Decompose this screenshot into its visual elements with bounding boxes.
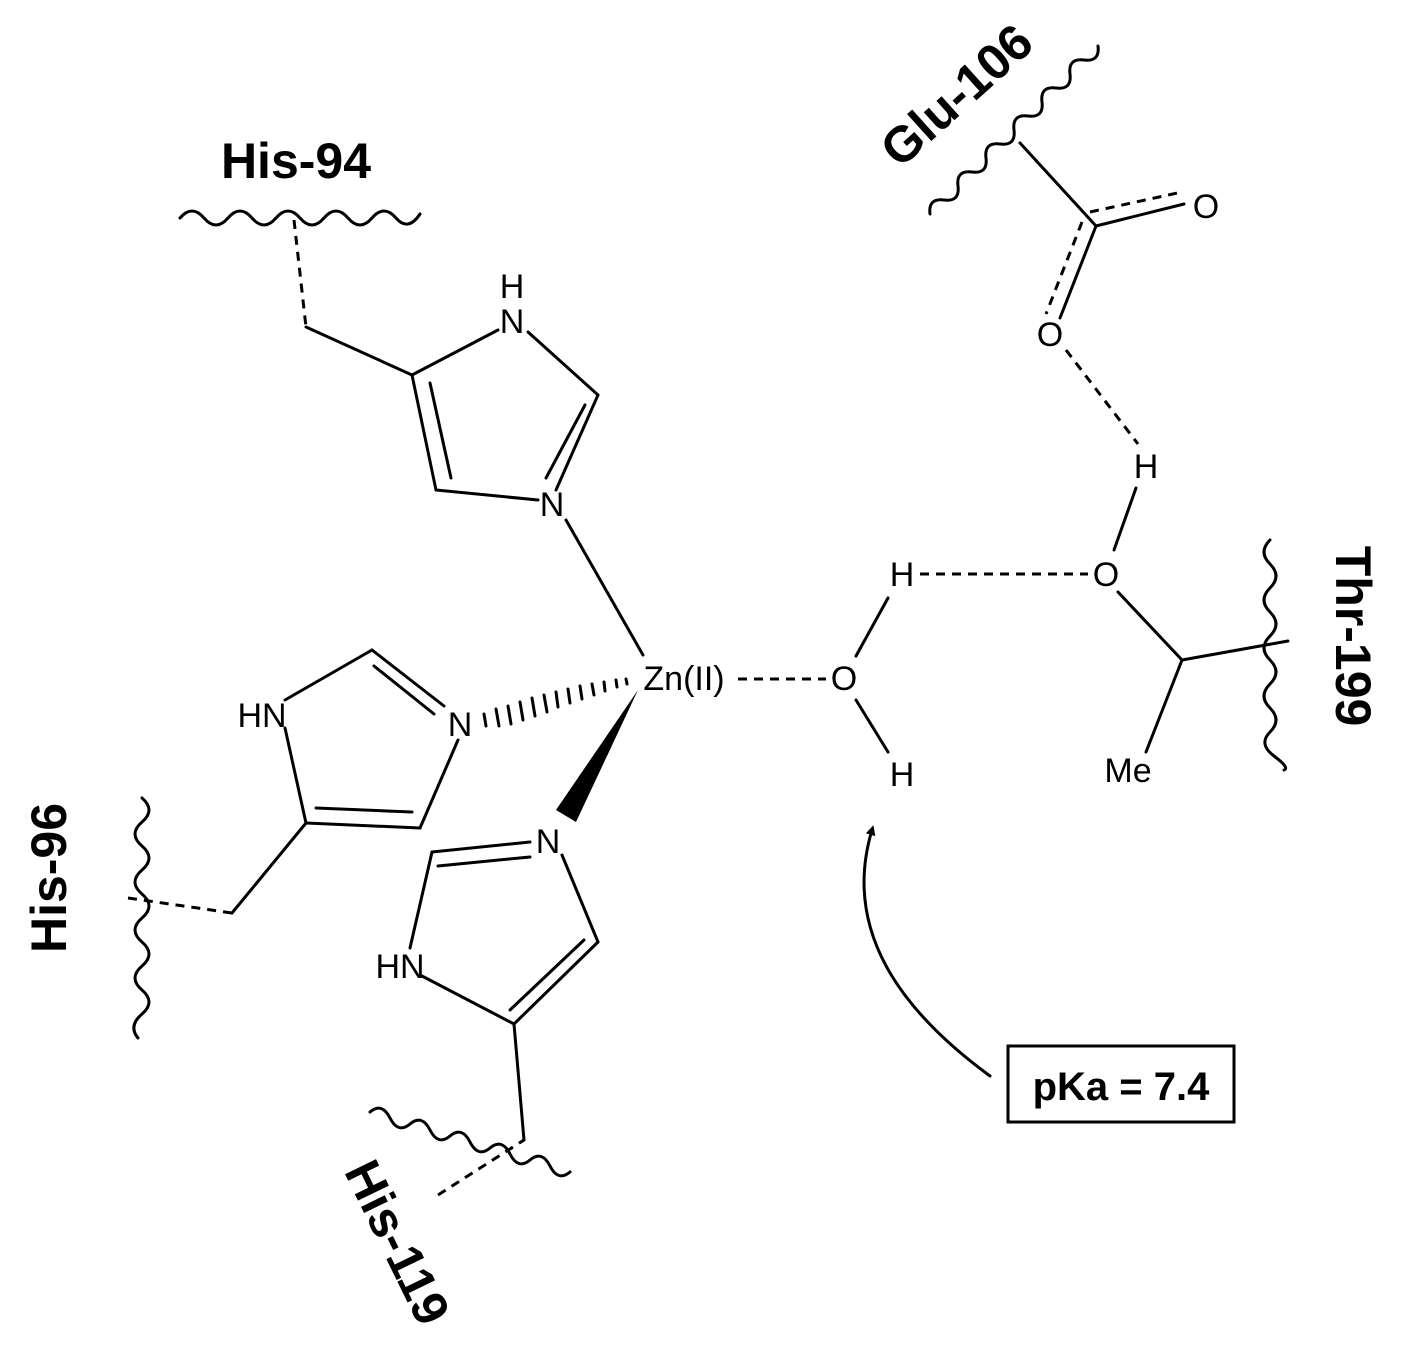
his119-ring-bond — [512, 940, 600, 1026]
pka-annotation: pKa = 7.4 — [862, 825, 1236, 1124]
his94-ring-double-bond — [544, 403, 587, 480]
glu106-o-upper-label: O — [1193, 188, 1219, 226]
glu106-c-o-lower-partial — [1044, 221, 1084, 315]
his119-hn-label: HN — [375, 948, 424, 986]
glu106-group: O O Glu-106 — [870, 13, 1219, 445]
glu106-residue-label: Glu-106 — [870, 13, 1044, 177]
his119-ring-bond — [430, 840, 532, 854]
his96-residue-label: His-96 — [21, 803, 77, 953]
glu106-c-o-upper-bond — [1094, 202, 1186, 228]
his119-n-label: N — [536, 823, 561, 861]
his94-zn-bond — [564, 518, 645, 657]
his119-ring-bond — [420, 974, 516, 1026]
his96-ring-bond — [283, 648, 374, 702]
his94-group: H N N His-94 — [178, 133, 645, 657]
thr199-residue-label: Thr-199 — [1325, 546, 1381, 727]
his119-solid-wedge-bond — [556, 690, 638, 822]
his96-n-label: N — [448, 706, 473, 744]
water-h-upper-label: H — [890, 556, 915, 594]
glu106-thr199-hbond — [1064, 349, 1140, 445]
his96-ring-bond — [418, 738, 460, 830]
glu106-c-ch2-bond — [1018, 141, 1098, 228]
thr199-wavy-cut — [1262, 538, 1288, 772]
his96-ch2-bond — [230, 821, 308, 915]
his94-ring-double-bond — [428, 381, 453, 480]
his94-dashed-bond — [292, 219, 308, 328]
his96-dashed-bond — [127, 896, 233, 915]
his119-group: HN N His-119 — [334, 690, 638, 1334]
glu106-c-o-lower-bond — [1058, 224, 1098, 320]
his96-ring-bond — [304, 821, 422, 830]
glu106-wavy-cut — [928, 44, 1100, 216]
his94-ring-bond — [434, 488, 540, 502]
his119-ring-double-bond — [436, 855, 532, 868]
his96-ring-bond — [370, 648, 446, 708]
his119-ring-bond — [560, 853, 600, 944]
his94-ring-bond — [410, 328, 500, 377]
glu106-o-lower-label: O — [1037, 316, 1063, 354]
pka-curved-arrow — [862, 825, 992, 1078]
thr199-c-cut-bond — [1180, 639, 1290, 662]
his96-wavy-cut — [132, 796, 151, 1040]
pka-box — [1006, 1044, 1236, 1124]
his94-ring-bond — [410, 373, 438, 492]
his94-n-label: N — [540, 486, 565, 524]
water-h-lower-label: H — [890, 756, 915, 794]
thr199-o-label: O — [1093, 556, 1119, 594]
zinc-label: Zn(II) — [643, 660, 724, 698]
his96-ring-double-bond — [314, 806, 414, 814]
his119-residue-label: His-119 — [334, 1152, 461, 1334]
his94-nh-n-label: N — [500, 303, 525, 341]
thr199-group: O H Me Thr-199 — [1093, 448, 1381, 790]
his94-ring-bond — [554, 393, 600, 492]
his96-ring-bond — [283, 726, 308, 825]
his119-dashed-bond — [437, 1138, 525, 1197]
thr199-c-me-bond — [1144, 658, 1184, 754]
his96-group: HN N His-96 — [21, 648, 629, 1040]
his96-ring-double-bond — [372, 664, 436, 716]
thr199-me-label: Me — [1104, 752, 1151, 790]
his119-ring-double-bond — [508, 938, 586, 1012]
water-o-label: O — [831, 660, 857, 698]
his94-ch2-bond — [304, 325, 414, 377]
his96-hn-label: HN — [237, 697, 286, 735]
zinc-water-group: Zn(II) O H H — [643, 556, 1088, 794]
his94-residue-label: His-94 — [221, 133, 371, 189]
thr199-o-c-bond — [1116, 590, 1184, 662]
his96-hashed-wedge-bond — [482, 677, 629, 728]
pka-label: pKa = 7.4 — [1033, 1065, 1211, 1109]
his94-ring-bond — [526, 330, 600, 397]
his94-nh-h-label: H — [500, 268, 525, 306]
his119-wavy-cut — [368, 1106, 572, 1178]
his94-wavy-cut — [178, 209, 422, 227]
water-oh-bond-lower — [854, 698, 890, 754]
water-oh-bond-upper — [854, 596, 890, 658]
his119-ring-bond — [408, 850, 434, 950]
thr199-h-label: H — [1134, 448, 1159, 486]
thr199-oh-bond — [1112, 486, 1138, 552]
his119-ch2-bond — [512, 1022, 526, 1142]
